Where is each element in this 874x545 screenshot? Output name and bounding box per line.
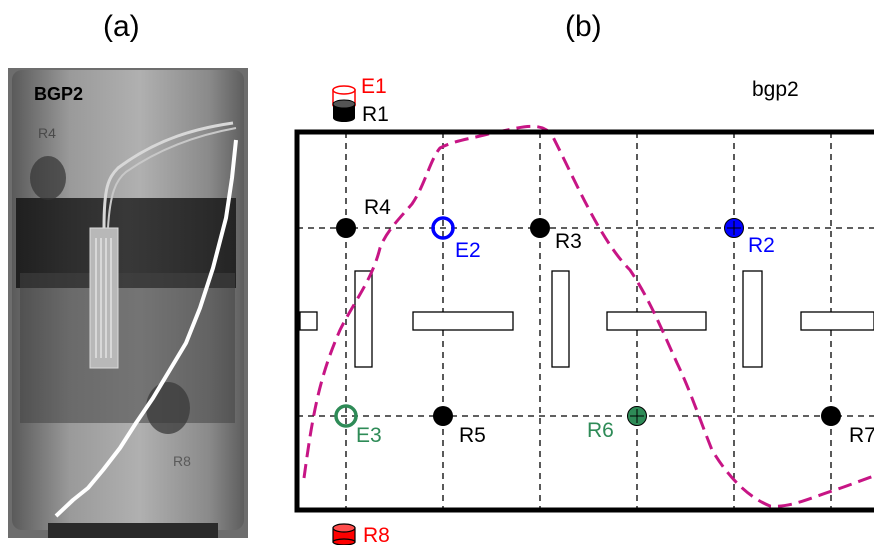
sensor-label-r7: R7 <box>849 424 874 447</box>
specimen-border <box>294 129 874 513</box>
grid-lines <box>297 132 874 510</box>
dark-band-lower <box>20 273 235 423</box>
diagram-title: bgp2 <box>752 78 799 101</box>
sensor-label-e3: E3 <box>356 424 382 447</box>
sensor-label-r5: R5 <box>459 424 486 447</box>
sensor-r8-cylinder-icon <box>332 523 356 545</box>
panel-label-a: (a) <box>103 10 140 43</box>
sensor-label-r4: R4 <box>364 196 391 219</box>
sensor-label-e1: E1 <box>361 75 387 98</box>
sensor-r1-cylinder-icon <box>332 99 356 122</box>
sensor-e2-marker <box>431 216 455 240</box>
panel-label-b: (b) <box>565 10 602 43</box>
sensor-label-r8: R8 <box>363 524 390 545</box>
sensor-label-r3: R3 <box>555 230 582 253</box>
gauge-outline <box>742 270 763 368</box>
gauge-wire <box>102 121 234 229</box>
sensor-label-r6: R6 <box>587 419 614 442</box>
sensor-r4-marker <box>336 218 356 238</box>
sensor-label-r2: R2 <box>748 234 775 257</box>
specimen-photo: R4 R8 BGP2 <box>8 68 248 538</box>
gauge-outline <box>354 270 373 368</box>
faint-mark-r8: R8 <box>173 453 191 469</box>
crack-trace <box>54 139 238 518</box>
gauge-outline <box>800 311 874 331</box>
sensor-r5-marker <box>433 406 453 426</box>
sensor-label-r1: R1 <box>362 103 389 126</box>
gauge-outline <box>412 311 514 331</box>
sensor-label-e2: E2 <box>455 239 481 262</box>
faint-mark-r4: R4 <box>38 125 56 141</box>
specimen-label: BGP2 <box>34 84 83 104</box>
gauge-outline <box>299 311 318 331</box>
sensor-r3-marker <box>530 218 550 238</box>
gauge-outline <box>551 270 570 368</box>
sensor-e3-marker <box>334 404 358 428</box>
crack-path <box>302 124 874 508</box>
gauge-outlines <box>299 270 874 368</box>
strain-gauge <box>89 227 119 369</box>
sensor-r7-marker <box>821 406 841 426</box>
